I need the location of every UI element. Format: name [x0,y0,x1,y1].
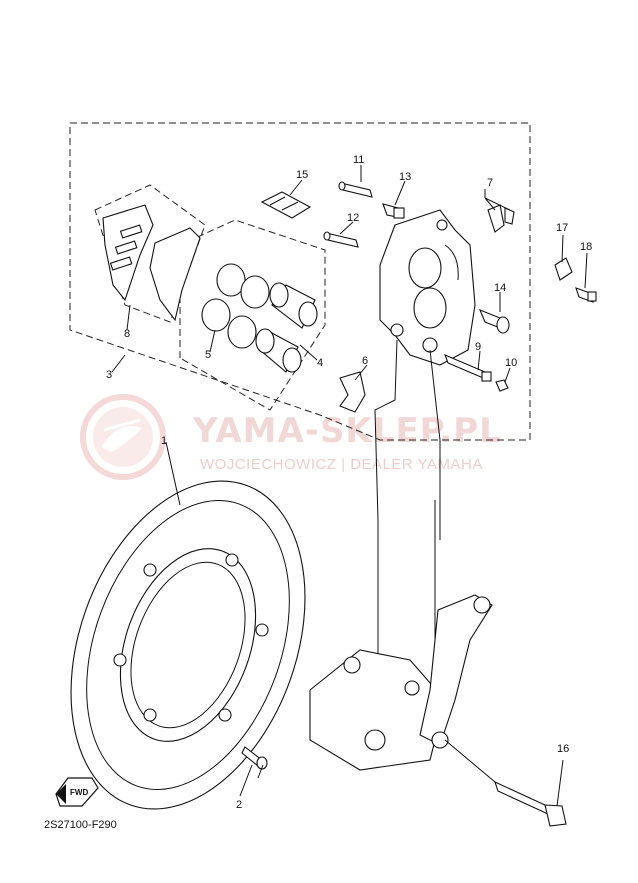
caliper-bolt-14 [478,309,510,334]
disc-bolt [241,746,268,770]
pad-spring [260,191,312,219]
piston-seals [201,263,270,349]
diagram-code: 2S27100-F290 [44,819,117,831]
brake-disc [70,480,306,810]
mount-bolt-16 [494,780,567,827]
callout-9: 9 [475,341,481,353]
callout-18: 18 [580,241,592,253]
callout-13: 13 [399,171,411,183]
callout-14: 14 [494,282,506,294]
clamp-bolt [575,287,597,303]
reference-lines [257,339,496,783]
brake-pads [102,204,201,322]
hose-bracket-set [487,204,515,233]
callout-11: 11 [353,154,364,166]
watermark-logo [80,394,166,480]
callout-5: 5 [205,349,211,361]
hose-clamp [554,257,573,281]
callouts: 1 2 3 4 5 6 7 8 9 10 11 12 13 14 15 16 1… [106,154,592,811]
callout-7: 7 [487,177,493,189]
caliper-nut [495,379,509,392]
callout-2: 2 [236,799,242,811]
pad-support [339,371,366,413]
watermark: YAMA-SKLEP.PL WOJCIECHOWICZ | DEALER YAM… [80,394,502,480]
caliper-bracket [419,594,493,749]
caliper-bolt-9 [444,353,492,382]
callout-6: 6 [362,355,368,367]
pistons [255,282,318,373]
fwd-label: FWD [70,788,88,797]
callout-16: 16 [557,743,569,755]
callout-3: 3 [106,369,112,381]
brake-caliper [379,209,476,366]
callout-8: 8 [124,328,130,340]
front-fork [309,500,446,771]
callout-4: 4 [317,357,323,369]
fwd-arrow-icon: FWD [55,777,99,807]
callout-1: 1 [161,435,167,447]
callout-15: 15 [296,169,308,181]
bleed-screw [382,203,405,219]
caliper-assembly-boundary [69,122,531,441]
callout-17: 17 [556,222,568,234]
watermark-subtitle: WOJCIECHOWICZ | DEALER YAMAHA [200,456,483,473]
callout-10: 10 [505,357,517,369]
callout-12: 12 [347,212,359,224]
leader-lines [111,165,588,807]
watermark-title: YAMA-SKLEP.PL [192,411,502,451]
pad-pins [323,181,373,248]
